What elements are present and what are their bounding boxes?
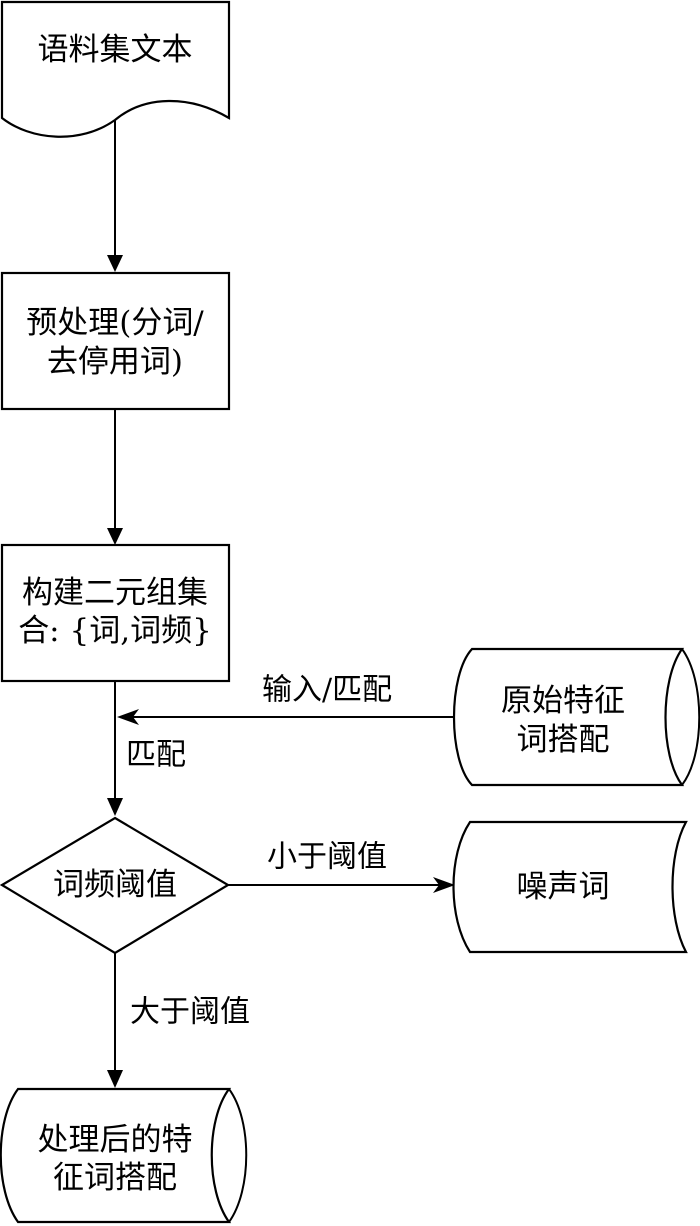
node-build-pairs-label-line2: 合: {词,词频} xyxy=(18,613,212,649)
edge-corpus-to-preprocess xyxy=(107,120,123,272)
node-build-pairs-box: 构建二元组集 合: {词,词频} xyxy=(0,543,231,683)
process-shape xyxy=(0,543,231,683)
edge-build-pairs-to-threshold: 匹配 xyxy=(107,681,186,816)
node-processed-label-line2: 征词搭配 xyxy=(53,1160,177,1196)
arrowhead-icon xyxy=(107,1070,123,1088)
arrowhead-icon xyxy=(107,528,123,545)
node-processed-collocations-storage: 处理后的特 征词搭配 xyxy=(0,1087,248,1224)
stored-data-inner-curve xyxy=(681,648,700,786)
edge-original-to-match: 输入/匹配 xyxy=(117,673,455,725)
stored-data-shape xyxy=(452,820,688,954)
edge-threshold-to-noise: 小于阈值 xyxy=(228,840,455,893)
edge-preprocess-to-build-pairs xyxy=(107,409,123,545)
node-threshold-label: 词频阈值 xyxy=(53,867,177,903)
edge-label-below-threshold: 小于阈值 xyxy=(267,840,387,875)
node-original-collocations-storage: 原始特征 词搭配 xyxy=(453,647,700,787)
node-noise-label: 噪声词 xyxy=(517,869,610,905)
node-original-label-line1: 原始特征 xyxy=(501,683,625,719)
node-freq-threshold-decision: 词频阈值 xyxy=(0,816,231,955)
node-original-label-line2: 词搭配 xyxy=(517,722,610,758)
node-build-pairs-label-line1: 构建二元组集 xyxy=(22,575,208,611)
node-corpus-document: 语料集文本 xyxy=(0,0,231,138)
node-preprocess-label-line2: 去停用词) xyxy=(47,344,183,380)
process-shape xyxy=(0,271,231,411)
node-preprocess-box: 预处理(分词/ 去停用词) xyxy=(0,271,231,411)
arrowhead-icon xyxy=(107,255,123,272)
edge-threshold-to-processed: 大于阈值 xyxy=(107,953,250,1088)
edge-label-match: 匹配 xyxy=(126,738,186,773)
arrowhead-icon xyxy=(107,798,123,816)
edge-label-input-match: 输入/匹配 xyxy=(262,673,392,708)
document-shape xyxy=(0,0,231,138)
node-preprocess-label-line1: 预处理(分词/ xyxy=(26,305,204,341)
arrowhead-icon xyxy=(117,709,139,725)
stored-data-inner-curve xyxy=(228,1088,248,1223)
node-processed-label-line1: 处理后的特 xyxy=(38,1122,193,1158)
edge-label-above-threshold: 大于阈值 xyxy=(130,995,250,1030)
node-noise-words-storage: 噪声词 xyxy=(452,820,688,954)
node-corpus-label: 语料集文本 xyxy=(38,32,193,68)
arrowhead-icon xyxy=(433,877,455,893)
